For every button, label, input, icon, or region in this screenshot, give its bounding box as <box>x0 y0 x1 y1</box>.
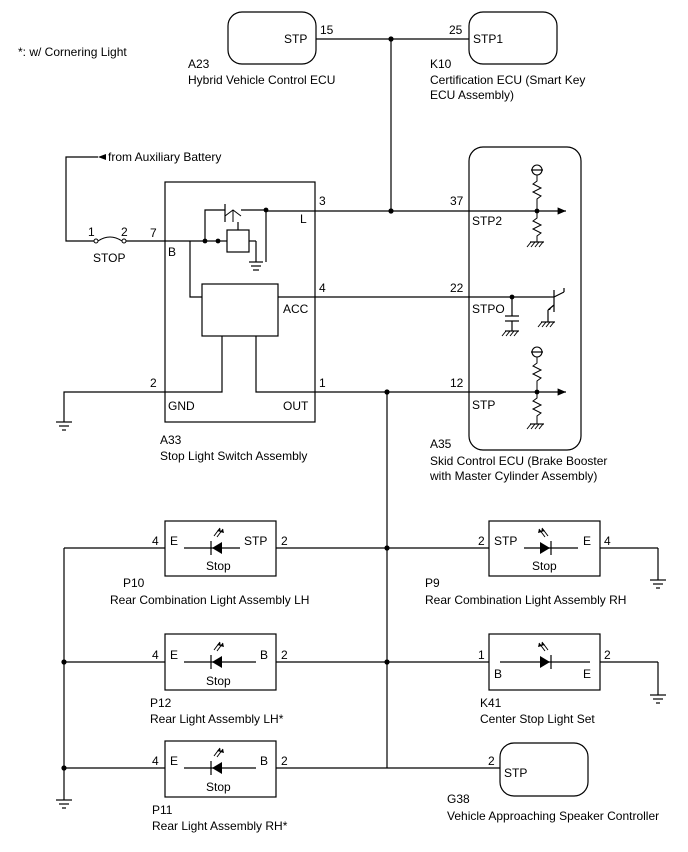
a33-terminal-gnd: GND <box>168 399 195 413</box>
fuse-stop-label: STOP <box>93 251 125 265</box>
p10-terminal-e: E <box>170 534 178 548</box>
p10-pin-e: 4 <box>152 534 159 548</box>
p12-stop-label: Stop <box>206 674 231 688</box>
a33-pin-l: 3 <box>319 194 326 208</box>
p9-component: 2 STP E 4 Stop P9 Rear Combination Light… <box>387 520 666 607</box>
a23-code: A23 <box>188 57 210 71</box>
k41-terminal-b: B <box>494 667 502 681</box>
k41-pin-b: 1 <box>478 648 485 662</box>
a23-terminal-stp: STP <box>284 32 307 46</box>
p11-component: 4 E B 2 Stop P11 Rear Light Assembly RH* <box>64 740 387 833</box>
p12-pin-b: 2 <box>281 648 288 662</box>
a35-code: A35 <box>430 437 452 451</box>
k10-component: STP1 25 K10 Certification ECU (Smart Key… <box>430 11 585 102</box>
k41-terminal-e: E <box>583 667 591 681</box>
p9-pin-stp: 2 <box>478 534 485 548</box>
a23-component: STP 15 A23 Hybrid Vehicle Control ECU <box>188 11 335 87</box>
k41-code: K41 <box>480 696 502 710</box>
a35-pin-stpo: 22 <box>450 281 464 295</box>
p9-pin-e: 4 <box>604 534 611 548</box>
p11-terminal-e: E <box>170 754 178 768</box>
a35-component: 37 STP2 22 STPO 12 STP A35 Skid Control … <box>429 146 607 483</box>
p11-stop-label: Stop <box>206 780 231 794</box>
a33-code: A33 <box>160 433 182 447</box>
p9-terminal-e: E <box>583 534 591 548</box>
p10-pin-stp: 2 <box>281 534 288 548</box>
a35-name-line2: with Master Cylinder Assembly) <box>429 469 597 483</box>
g38-code: G38 <box>447 792 470 806</box>
p12-name: Rear Light Assembly LH* <box>150 712 284 726</box>
g38-terminal-stp: STP <box>504 766 527 780</box>
k10-pin: 25 <box>449 23 463 37</box>
fuse-pin-out: 2 <box>121 225 128 239</box>
k10-name-line1: Certification ECU (Smart Key <box>430 73 585 87</box>
footnote-text: *: w/ Cornering Light <box>18 45 127 59</box>
p9-code: P9 <box>425 576 440 590</box>
k41-name: Center Stop Light Set <box>480 712 595 726</box>
g38-name: Vehicle Approaching Speaker Controller <box>447 809 659 823</box>
a35-terminal-stpo: STPO <box>472 302 505 316</box>
a33-pin-gnd: 2 <box>150 376 157 390</box>
p10-stop-label: Stop <box>206 559 231 573</box>
a33-name: Stop Light Switch Assembly <box>160 449 307 463</box>
p11-pin-b: 2 <box>281 754 288 768</box>
p11-pin-e: 4 <box>152 754 159 768</box>
battery-supply-label: from Auxiliary Battery <box>108 150 221 164</box>
p12-component: 4 E B 2 Stop P12 Rear Light Assembly LH* <box>64 633 387 726</box>
a23-pin: 15 <box>320 23 334 37</box>
p12-terminal-e: E <box>170 648 178 662</box>
k10-code: K10 <box>430 57 452 71</box>
p11-code: P11 <box>152 803 173 817</box>
p11-name: Rear Light Assembly RH* <box>152 819 288 833</box>
k41-pin-e: 2 <box>604 648 611 662</box>
a33-component: 7 B 3 L 4 ACC 2 GND 1 OUT A33 Stop Light… <box>150 181 326 463</box>
g38-pin: 2 <box>488 754 495 768</box>
p11-terminal-b: B <box>260 754 268 768</box>
a33-pin-b: 7 <box>150 226 157 240</box>
a35-name-line1: Skid Control ECU (Brake Booster <box>430 454 607 468</box>
p10-name: Rear Combination Light Assembly LH <box>110 593 309 607</box>
a35-terminal-stp2: STP2 <box>472 214 502 228</box>
p12-code: P12 <box>150 696 172 710</box>
p9-stop-label: Stop <box>532 559 557 573</box>
p9-name: Rear Combination Light Assembly RH <box>425 593 626 607</box>
k41-component: 1 B E 2 K41 Center Stop Light Set <box>387 633 666 726</box>
a33-terminal-l: L <box>300 212 307 226</box>
p10-code: P10 <box>123 576 145 590</box>
p9-terminal-stp: STP <box>494 534 517 548</box>
k10-name-line2: ECU Assembly) <box>430 88 514 102</box>
p12-terminal-b: B <box>260 648 268 662</box>
k10-terminal-stp1: STP1 <box>473 32 503 46</box>
a33-terminal-acc: ACC <box>283 302 309 316</box>
fuse-pin-in: 1 <box>88 225 95 239</box>
a23-name: Hybrid Vehicle Control ECU <box>188 73 335 87</box>
p10-component: 4 E STP 2 Stop P10 Rear Combination Ligh… <box>64 520 387 607</box>
a35-terminal-stp: STP <box>472 398 495 412</box>
a35-pin-stp2: 37 <box>450 194 464 208</box>
p10-terminal-stp: STP <box>244 534 267 548</box>
a35-pin-stp: 12 <box>450 376 464 390</box>
a33-pin-out: 1 <box>319 376 326 390</box>
a33-pin-acc: 4 <box>319 281 326 295</box>
battery-supply: from Auxiliary Battery 1 2 STOP <box>65 150 221 265</box>
p12-pin-e: 4 <box>152 648 159 662</box>
g38-component: 2 STP G38 Vehicle Approaching Speaker Co… <box>387 742 659 823</box>
a33-terminal-out: OUT <box>283 399 309 413</box>
a33-terminal-b: B <box>168 245 176 259</box>
